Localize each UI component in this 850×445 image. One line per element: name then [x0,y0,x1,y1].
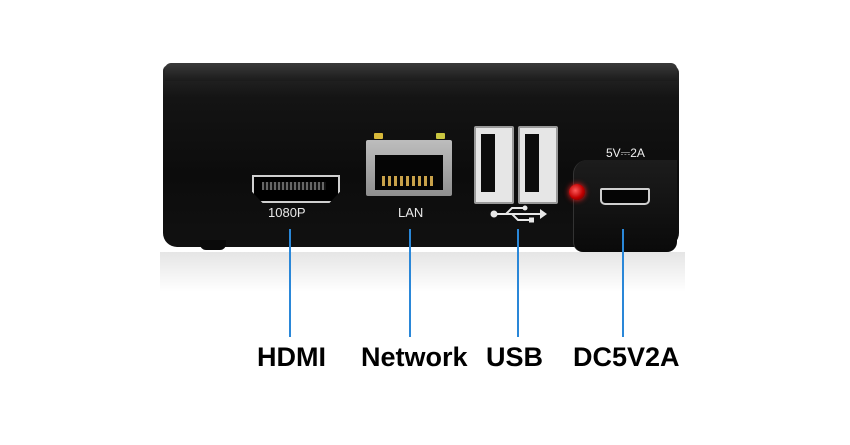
hdmi-callout-line [289,229,291,337]
hdmi-callout-label: HDMI [257,342,326,372]
usb-callout-line [517,229,519,337]
usb-trident-icon [490,205,547,223]
dc-power-port [600,188,650,205]
floor-reflection [160,252,685,292]
usb-port-2-tongue [525,134,539,192]
power-panel [573,160,677,252]
hdmi-port-pins [262,182,326,190]
device-foot-left [200,240,226,250]
usb-port-1-tongue [481,134,495,192]
network-callout-label: Network [361,342,468,372]
lan-port-label: LAN [398,205,424,220]
power-spec-label: 5V⎓2A [606,146,645,160]
network-callout-line [409,229,411,337]
power-led-icon [569,184,585,200]
lan-led-left [374,133,383,139]
dc-callout-label: DC5V2A [573,342,680,372]
lan-led-right [436,133,445,139]
usb-callout-label: USB [486,342,544,372]
dc-callout-line [622,229,624,337]
lan-port-pins [382,176,436,186]
hdmi-port-label: 1080P [268,205,306,220]
device-top-edge [165,63,677,81]
